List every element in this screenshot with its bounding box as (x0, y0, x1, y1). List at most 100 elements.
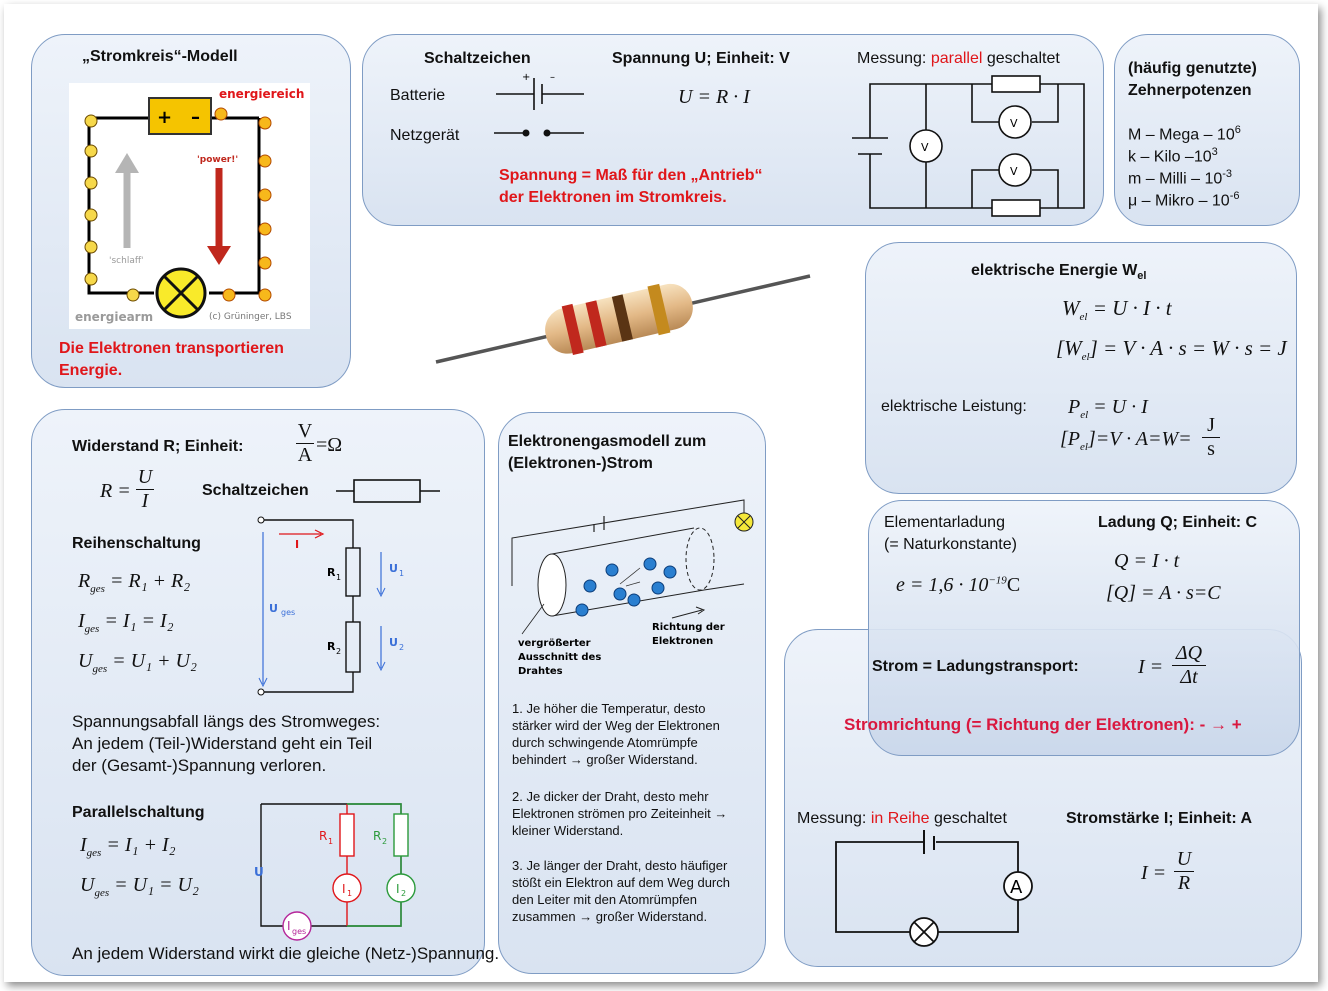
stromstaerke-title: Stromstärke I; Einheit: A (1066, 810, 1253, 827)
spannung-title: Spannung U; Einheit: V (612, 50, 790, 67)
abfall-line-1: Spannungsabfall längs des Stromweges: (72, 712, 381, 731)
v-label-3: V (1010, 165, 1018, 178)
circuit-r1-sub: 1 (336, 573, 341, 582)
schaltzeichen-title: Schaltzeichen (424, 50, 531, 67)
widerstand-formula-fraction: U I (136, 466, 154, 512)
ladung-title: Ladung Q; Einheit: C (1098, 514, 1258, 531)
zehner-title-1: (häufig genutzte) (1128, 60, 1257, 77)
label-elektronen: Elektronen (652, 636, 713, 647)
ladung-box (868, 500, 1300, 756)
svg-text:–: – (191, 107, 200, 128)
stromrichtung: Stromrichtung (= Richtung der Elektronen… (844, 715, 1242, 734)
par-i2-label: I (396, 882, 400, 896)
resistor-image (435, 274, 811, 364)
stromstaerke-formula-left: I = (1141, 862, 1167, 884)
leistung-label: elektrische Leistung: (881, 398, 1027, 415)
messung-reihe-suffix: geschaltet (929, 810, 1007, 827)
label-richtung: Richtung der (652, 622, 725, 633)
circuit-u1-sub: 1 (399, 569, 404, 578)
label-ausschnitt: Ausschnitt des (518, 652, 601, 663)
widerstand-unit-eq: =Ω (316, 434, 343, 456)
v-label-1: V (921, 141, 929, 154)
parallel-note: An jedem Widerstand wirkt die gleiche (N… (72, 944, 500, 963)
svg-text:+: + (157, 107, 172, 128)
strom-formula-left: I = (1138, 656, 1164, 678)
circuit-u1-label: U (389, 562, 398, 575)
leistung-formula-2: [Pel]=V · A=W= (1060, 428, 1192, 453)
abfall-line-2: An jedem (Teil-)Widerstand geht ein Teil (72, 734, 373, 753)
v-label-2: V (1010, 117, 1018, 130)
strom-title: Strom = Ladungstransport: (872, 658, 1079, 675)
par-r2-sub: 2 (382, 837, 387, 846)
circuit-uges-sub: ges (281, 608, 295, 617)
par-i1-label: I (342, 882, 346, 896)
widerstand-title: Widerstand R; Einheit: (72, 438, 244, 455)
spannung-box (362, 34, 1104, 226)
power-label: 'power!' (197, 155, 238, 165)
leistung-fraction: J s (1202, 414, 1220, 461)
par-r2-label: R (373, 829, 381, 843)
elementar-line-1: Elementarladung (884, 514, 1005, 531)
schlaff-label: 'schlaff' (109, 256, 144, 266)
zehner-row-mega: M – Mega – 106 (1128, 124, 1241, 144)
stromkreis-note-2: Energie. (59, 362, 123, 379)
energiearm-label: energiearm (75, 310, 153, 324)
spannung-note-2: der Elektronen im Stromkreis. (499, 189, 727, 206)
reihe-formula-1: Rges = R₁ + R₂ (78, 570, 191, 595)
parallel-formula-2: Uges = U₁ = U₂ (80, 874, 199, 899)
label-drahtes: Drahtes (518, 666, 563, 677)
circuit-i-label: I (295, 538, 299, 551)
copyright-label: (c) Grüninger, LBS (209, 312, 292, 322)
elektronengas-paragraph-1: 1. Je höher die Temperatur, desto stärke… (512, 701, 720, 767)
reihen-circuit: I U ges U 1 U 2 R 1 R 2 (257, 516, 404, 696)
energie-formula-2: [Wel] = V · A · s = W · s = J (1056, 336, 1287, 364)
circuit-r2-sub: 2 (336, 647, 341, 656)
elektronengas-box (498, 412, 766, 974)
zehner-row-milli: m – Milli – 10-3 (1128, 168, 1233, 188)
reihe-title: Reihenschaltung (72, 535, 201, 552)
spannung-formula: U = R · I (678, 86, 750, 108)
ladung-formula-1: Q = I · t (1114, 550, 1180, 572)
zehner-box (1114, 34, 1300, 226)
messung-parallel-word: parallel (930, 50, 983, 67)
widerstand-unit-fraction: V A (296, 420, 314, 466)
messung-parallel-label: Messung: parallel geschaltet (857, 50, 1060, 68)
abfall-line-3: der (Gesamt-)Spannung verloren. (72, 756, 327, 775)
widerstand-formula-left: R = (100, 480, 131, 502)
leistung-formula-1: Pel = U · I (1068, 396, 1148, 421)
elektronengas-paragraph-3: 3. Je länger der Draht, desto häufiger s… (512, 858, 730, 924)
svg-text:–: – (550, 72, 555, 83)
voltmeter-parallel-circuit: V V V (852, 75, 1085, 217)
circuit-u2-label: U (389, 636, 398, 649)
par-i2-sub: 2 (401, 889, 406, 898)
circuit-u2-sub: 2 (399, 643, 404, 652)
widerstand-schaltzeichen-label: Schaltzeichen (202, 482, 309, 499)
zehner-row-kilo: k – Kilo –103 (1128, 146, 1218, 166)
parallel-circuit: U R 1 R 2 I 1 I 2 I ges (254, 803, 416, 941)
batterie-label: Batterie (390, 87, 446, 104)
widerstand-symbol (336, 479, 440, 503)
energie-box (865, 242, 1297, 494)
parallel-title: Parallelschaltung (72, 804, 205, 821)
circuit-uges-label: U (269, 602, 278, 615)
elektronengas-title-1: Elektronengasmodell zum (508, 433, 707, 450)
par-i1-sub: 1 (347, 889, 352, 898)
stromkreis-model-image: + – energiereich 'power!' (69, 83, 310, 329)
energie-formula-1: Wel = U · I · t (1062, 296, 1172, 324)
ammeter-label: A (1010, 877, 1023, 898)
messung-prefix: Messung: (857, 50, 931, 67)
netzgeraet-label: Netzgerät (390, 127, 460, 144)
elektronengas-title-2: (Elektronen-)Strom (508, 455, 653, 472)
messung-reihe-prefix: Messung: (797, 810, 871, 827)
spannung-note-1: Spannung = Maß für den „Antrieb“ (499, 167, 763, 184)
label-vergroessert: vergrößerter (518, 638, 591, 649)
par-r1-label: R (319, 829, 327, 843)
ammeter-circuit: A (835, 830, 1033, 947)
strom-formula-fraction: ΔQ Δt (1172, 642, 1206, 689)
stromkreis-note-1: Die Elektronen transportieren (59, 340, 284, 357)
energie-title: elektrische Energie Wel (971, 262, 1147, 283)
elementar-line-2: (= Naturkonstante) (884, 536, 1017, 553)
svg-text:+: + (522, 72, 530, 83)
stromkreis-title: „Stromkreis“-Modell (82, 48, 238, 65)
page: „Stromkreis“-Modell + – (4, 4, 1318, 982)
